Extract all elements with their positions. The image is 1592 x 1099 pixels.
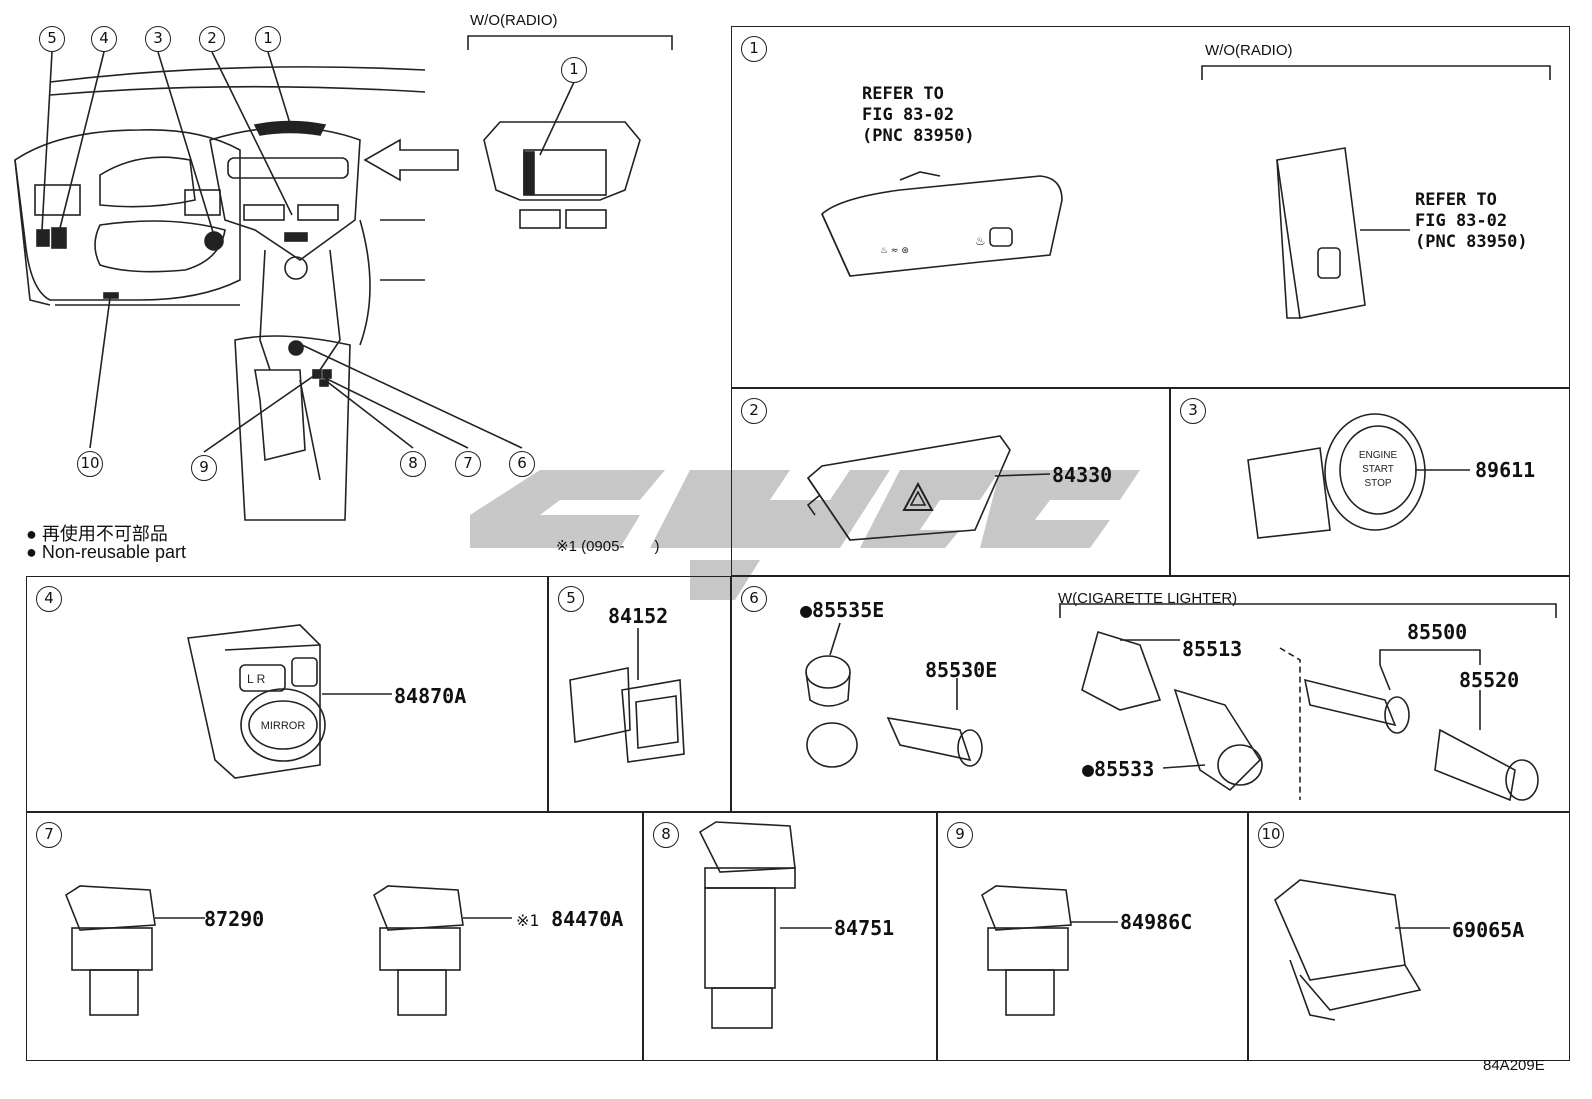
panel-7-index: 7: [36, 822, 62, 848]
panel-5-index: 5: [558, 586, 584, 612]
callout-7: 7: [455, 451, 481, 477]
part-87290: 87290: [204, 907, 265, 931]
inset-condition-label: W/O(RADIO): [470, 12, 558, 29]
callout-9: 9: [191, 455, 217, 481]
part-85533: ●85533: [1082, 757, 1155, 781]
panel-5: [548, 576, 731, 812]
callout-5: 5: [39, 26, 65, 52]
legend-marker: ●: [26, 524, 37, 544]
callout-1: 1: [255, 26, 281, 52]
legend-marker: ●: [26, 542, 37, 562]
callout-3: 3: [145, 26, 171, 52]
part-84751: 84751: [834, 916, 895, 940]
part-84470A-row: ※1 84470A: [516, 907, 623, 931]
panel-3: [1170, 388, 1570, 576]
panel-1-index: 1: [741, 36, 767, 62]
part-85500: 85500: [1407, 620, 1468, 644]
legend-en-text: Non-reusable part: [41, 542, 186, 562]
legend-jp: ● 再使用不可部品: [26, 520, 168, 546]
panel-6: [731, 576, 1570, 812]
part-84986C: 84986C: [1120, 910, 1193, 934]
dashboard-overview-illustration: [14, 35, 673, 521]
part-85530E: 85530E: [925, 658, 998, 682]
footnote-mark: ※1: [516, 911, 540, 930]
part-69065A: 69065A: [1452, 918, 1525, 942]
part-85535E: ●85535E: [800, 598, 885, 622]
callout-10: 10: [77, 451, 103, 477]
panel-1-refer-alt: REFER TO FIG 83-02 (PNC 83950): [1415, 190, 1528, 252]
figure-code: 84A209E: [1483, 1057, 1545, 1074]
panel-6-index: 6: [741, 586, 767, 612]
part-85520: 85520: [1459, 668, 1520, 692]
panel-10-index: 10: [1258, 822, 1284, 848]
footnote-1: ※1 (0905- ): [556, 538, 660, 555]
callout-4: 4: [91, 26, 117, 52]
part-84870A: 84870A: [394, 684, 467, 708]
part-84152: 84152: [608, 604, 669, 628]
callout-6: 6: [509, 451, 535, 477]
panel-3-index: 3: [1180, 398, 1206, 424]
panel-9: [937, 812, 1248, 1061]
legend-jp-text: 再使用不可部品: [41, 524, 168, 544]
panel-1: [731, 26, 1570, 388]
panel-9-index: 9: [947, 822, 973, 848]
inset-callout-1: 1: [561, 57, 587, 83]
panel-1-refer-main: REFER TO FIG 83-02 (PNC 83950): [862, 84, 975, 146]
panel-2: [731, 388, 1170, 576]
callout-2: 2: [199, 26, 225, 52]
part-84330: 84330: [1052, 463, 1113, 487]
panel-10: [1248, 812, 1570, 1061]
panel-2-index: 2: [741, 398, 767, 424]
part-85513: 85513: [1182, 637, 1243, 661]
panel-8: [643, 812, 937, 1061]
panel-4-index: 4: [36, 586, 62, 612]
legend-en: ● Non-reusable part: [26, 542, 186, 563]
part-89611: 89611: [1475, 458, 1536, 482]
part-84470A: 84470A: [551, 907, 624, 931]
panel-7: [26, 812, 643, 1061]
panel-1-condition: W/O(RADIO): [1205, 42, 1293, 59]
panel-6-condition: W(CIGARETTE LIGHTER): [1058, 590, 1238, 607]
callout-8: 8: [400, 451, 426, 477]
panel-8-index: 8: [653, 822, 679, 848]
panel-4: [26, 576, 548, 812]
